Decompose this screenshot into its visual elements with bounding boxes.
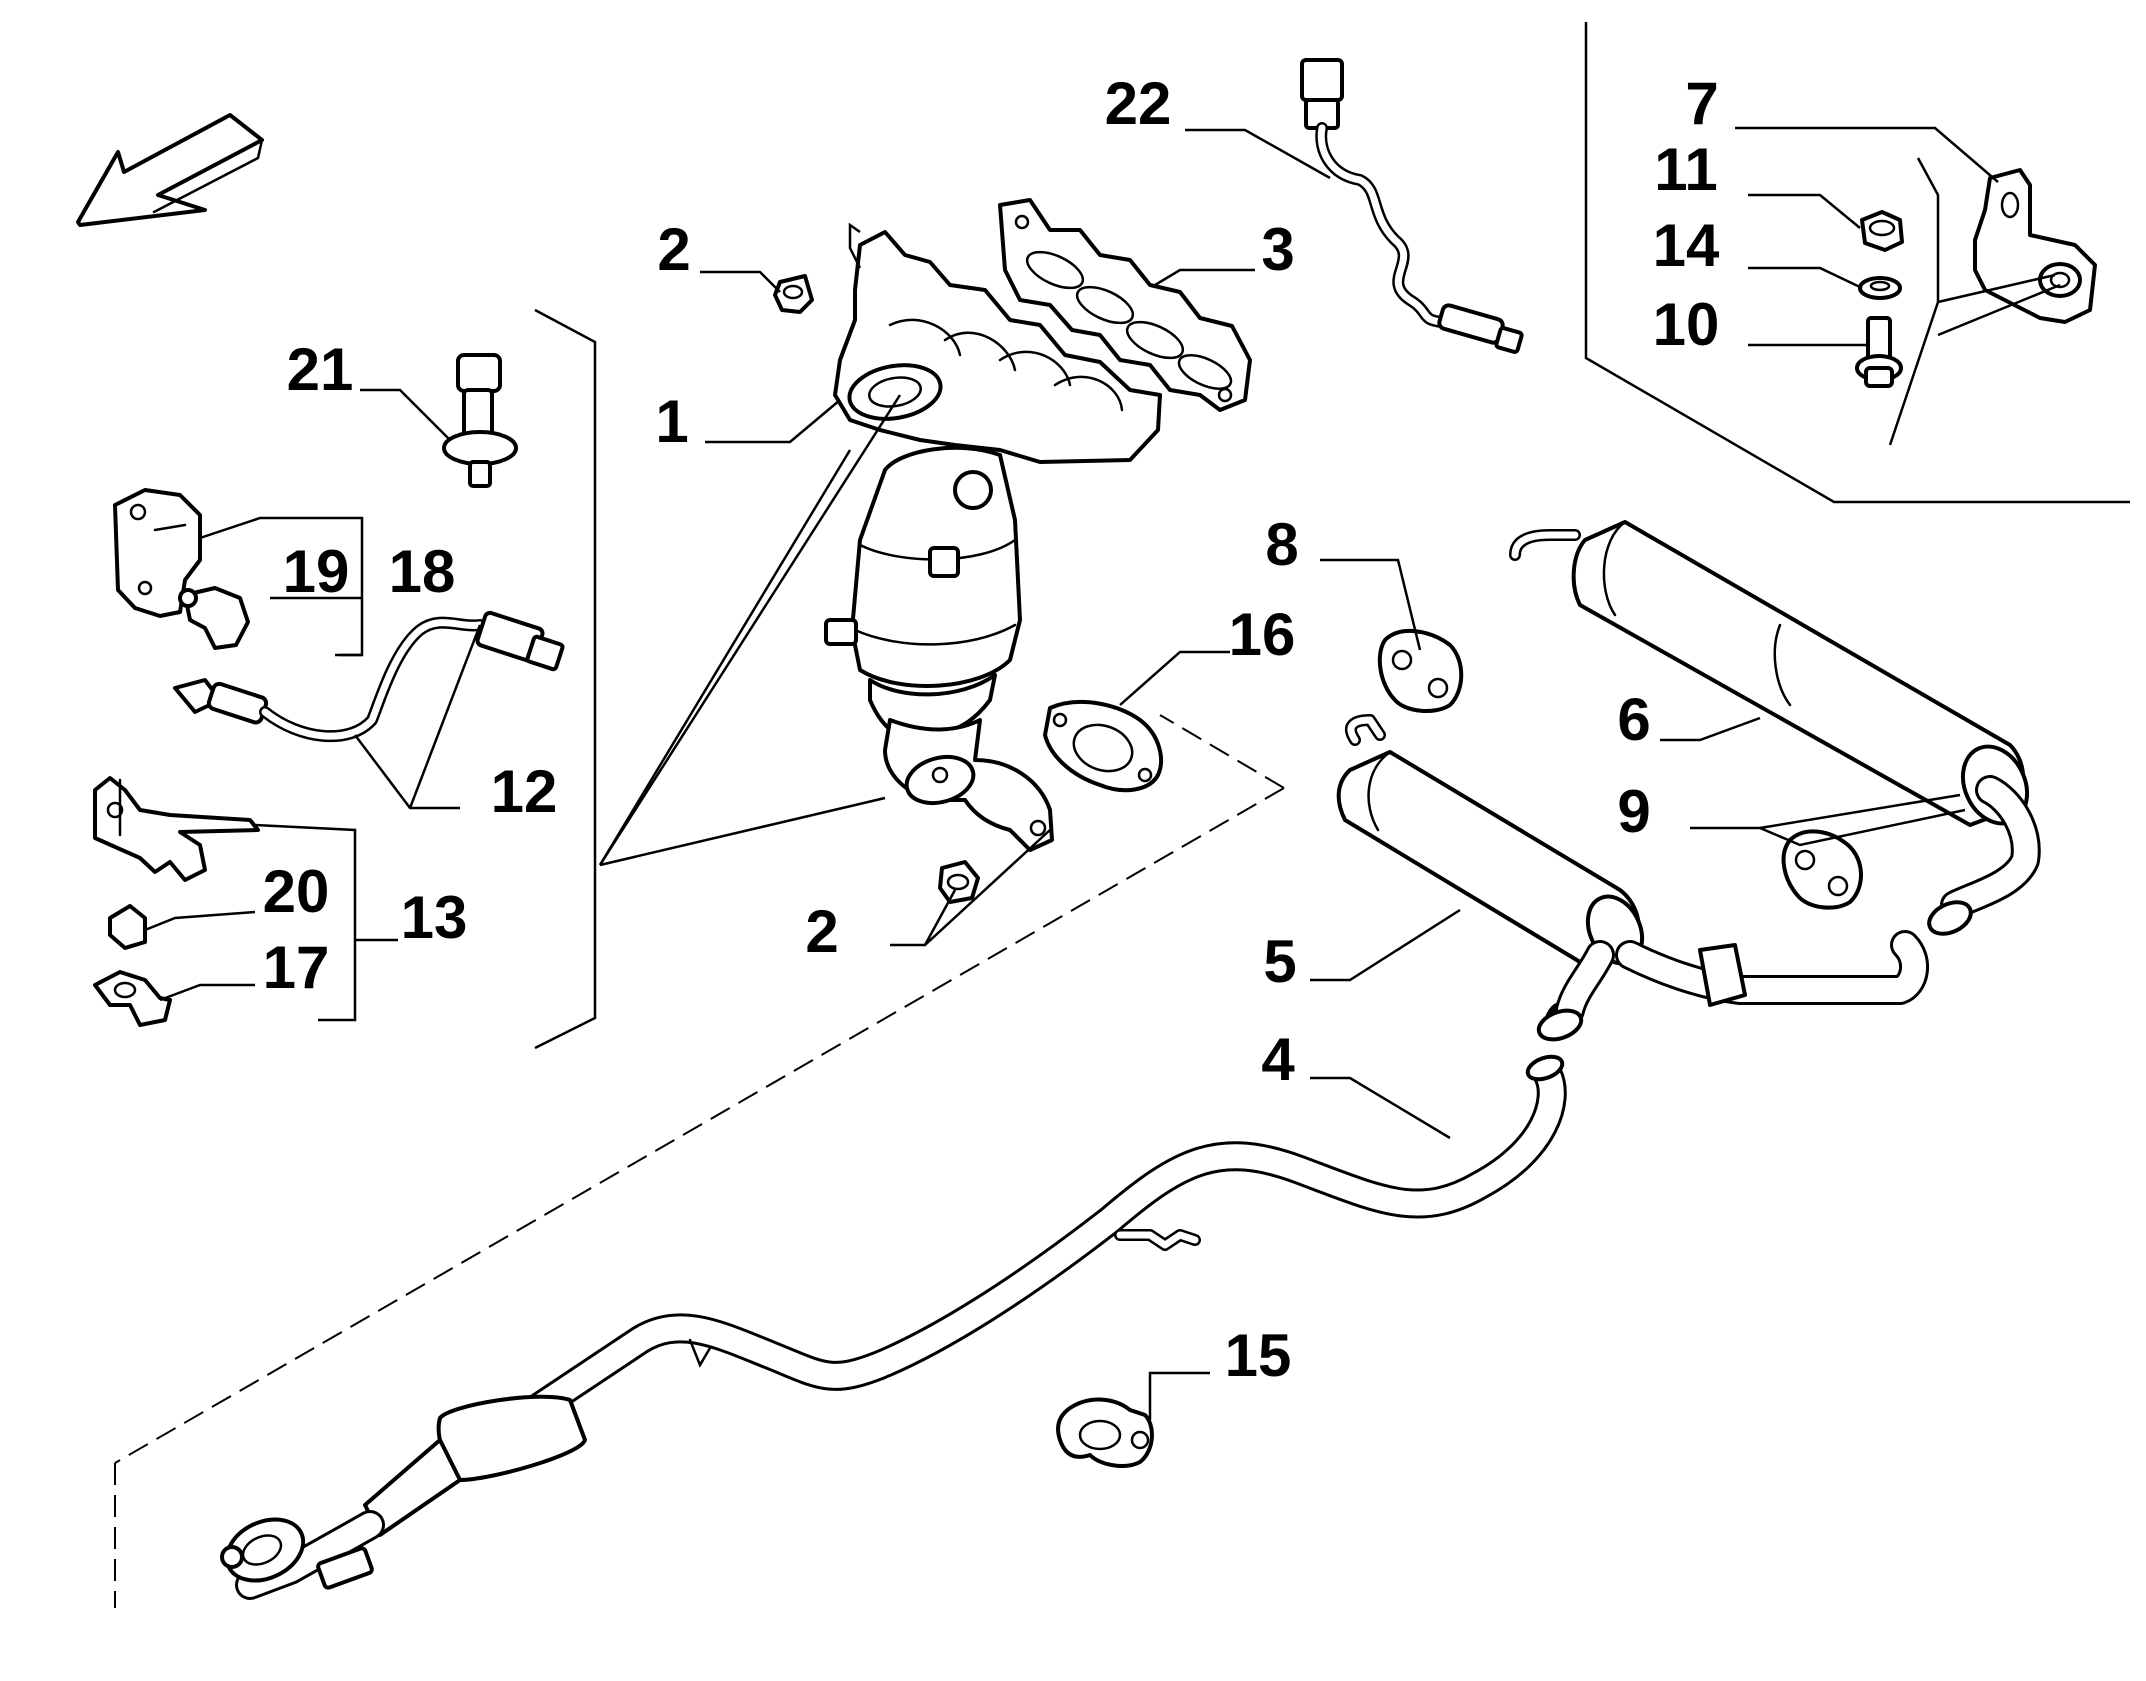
part-13-sensor-bracket <box>93 776 260 882</box>
part-11-nut <box>1860 210 1904 252</box>
callout-2-lower: 2 <box>805 898 839 965</box>
callout-13: 13 <box>400 884 468 951</box>
detail-box-frame <box>1584 22 2130 504</box>
part-8-rubber-mount <box>1377 628 1464 713</box>
leader-lines <box>144 126 2061 1420</box>
part-4-front-pipe <box>220 1054 1567 1600</box>
part-7-bracket <box>1973 168 2097 324</box>
part-14-washer <box>1858 276 1902 300</box>
sensor-group-frame <box>534 308 597 1050</box>
callout-19: 19 <box>282 538 350 605</box>
callout-11: 11 <box>1654 136 1718 203</box>
part-20-clip <box>108 904 147 950</box>
callout-7: 7 <box>1685 70 1719 137</box>
callout-9: 9 <box>1617 778 1651 845</box>
callout-18: 18 <box>388 538 456 605</box>
callout-14: 14 <box>1652 212 1720 279</box>
part-3-manifold-gasket <box>998 198 1252 412</box>
callout-15: 15 <box>1224 1322 1292 1389</box>
part-2-nut-upper <box>773 274 814 314</box>
part-12-oxygen-sensor <box>173 610 565 743</box>
callout-20: 20 <box>262 858 330 925</box>
part-17-grommet <box>93 970 172 1027</box>
part-21-sensor-bolt <box>442 353 518 488</box>
part-1-manifold-catalyst <box>824 230 1162 852</box>
callout-21: 21 <box>286 336 354 403</box>
callout-4: 4 <box>1261 1026 1295 1093</box>
callout-22: 22 <box>1104 70 1172 137</box>
callout-12: 12 <box>490 758 558 825</box>
part-9-rubber-mount <box>1781 829 1863 910</box>
part-16-flange-gasket <box>1043 700 1163 793</box>
part-22-oxygen-sensor <box>1300 58 1524 354</box>
callout-17: 17 <box>262 934 330 1001</box>
part-2-nut-lower <box>938 860 980 904</box>
dashed-assembly-outline <box>114 714 1285 1608</box>
part-19-sensor-clip <box>178 586 250 650</box>
callout-16: 16 <box>1228 601 1296 668</box>
callout-8: 8 <box>1265 511 1299 578</box>
callout-6: 6 <box>1617 686 1651 753</box>
part-18-sensor-bracket <box>113 488 202 618</box>
part-10-bolt <box>1855 316 1903 388</box>
callout-3: 3 <box>1261 216 1295 283</box>
callout-10: 10 <box>1652 291 1720 358</box>
part-15-pipe-clamp <box>1056 1397 1154 1468</box>
callout-2-upper: 2 <box>657 216 691 283</box>
direction-arrow-icon <box>76 113 264 227</box>
part-6-rear-silencer <box>1509 520 2041 936</box>
callout-1: 1 <box>655 388 689 455</box>
callout-5: 5 <box>1263 928 1297 995</box>
part-5-center-silencer <box>1336 714 1929 1042</box>
